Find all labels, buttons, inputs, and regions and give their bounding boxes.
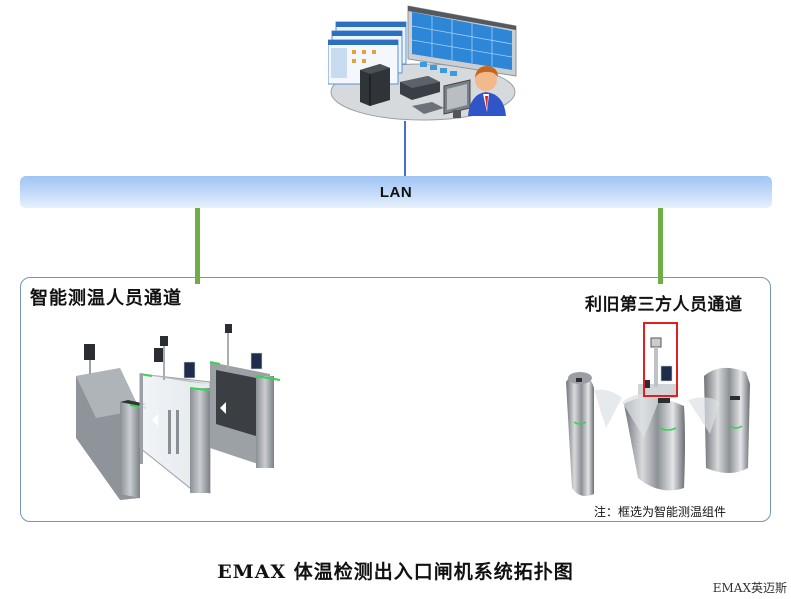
link-control-to-lan [404, 121, 406, 176]
operator-avatar [468, 66, 506, 116]
third-party-flap-gates-icon [566, 322, 750, 496]
video-wall [407, 5, 517, 77]
gate-cabinet-1 [76, 344, 147, 500]
temperature-module-highlight [643, 322, 678, 397]
smart-channel-title: 智能测温人员通道 [30, 288, 182, 309]
brand-watermark: EMAX英迈斯 [712, 581, 787, 595]
legacy-channel-title: 利旧第三方人员通道 [585, 295, 743, 315]
flap-pedestal-3 [688, 367, 750, 473]
link-lan-to-smart-gates-end [195, 208, 200, 284]
link-lan-to-legacy-gates-end [658, 208, 663, 284]
gate-cabinet-2 [139, 336, 217, 494]
flap-pedestal-1 [566, 372, 622, 496]
server-icon [360, 64, 390, 106]
monitoring-center-icon [328, 5, 517, 121]
lan-bar: LAN [20, 176, 772, 208]
flap-pedestal-2 [622, 337, 685, 491]
smart-temperature-gates-icon [76, 324, 281, 500]
diagram-caption: EMAX 体温检测出入口闸机系统拓扑图 [217, 561, 574, 583]
gate-cabinet-3 [209, 324, 281, 468]
highlight-note: 注：框选为智能测温组件 [594, 505, 727, 519]
lan-label: LAN [379, 183, 413, 201]
